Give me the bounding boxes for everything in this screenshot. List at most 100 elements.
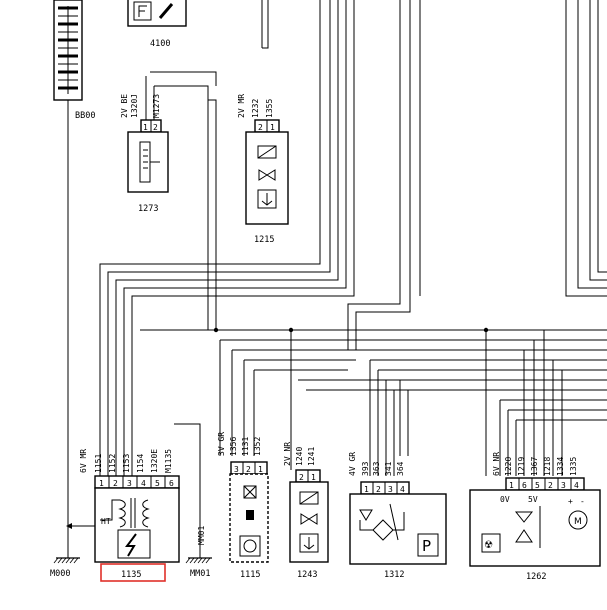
wire-label: 393: [361, 461, 370, 476]
pin-label: 1: [311, 473, 316, 482]
wire-label: 1131: [241, 437, 250, 456]
wire-label: 1219: [517, 457, 526, 476]
component-1115: 3V GR 1356 1131 1352 3 2 1 1115: [217, 432, 269, 580]
component-1273: 2V BE 1320J M1273 1 2 1273: [120, 76, 209, 330]
sensor-n-icon: [243, 539, 257, 553]
wire-label: 1335: [569, 457, 578, 476]
wire-label: 1320J: [130, 94, 139, 118]
pin-label: 2: [246, 465, 251, 474]
fuse-f-icon: [138, 5, 147, 17]
pin-label: 6: [522, 481, 527, 490]
valve-icon: [258, 169, 276, 181]
component-4100: 4100: [127, 0, 187, 49]
component-1243: 2V NR 1240 1241 2 1 1243: [283, 442, 329, 580]
label-0v: 0V: [500, 495, 510, 504]
pin-label: 3: [234, 465, 239, 474]
component-4100-label: 4100: [150, 39, 170, 49]
connector-label: 2V NR: [283, 442, 292, 466]
wire-label: 1241: [307, 447, 316, 466]
component-1115-label: 1115: [240, 570, 260, 580]
pin-label: 1: [258, 465, 263, 474]
pin-label: 4: [400, 485, 405, 494]
component-1215: 2V MR 1232 1355 2 1 1215: [237, 94, 289, 245]
ht-label: HT: [101, 517, 111, 526]
ground-m000: M000: [50, 545, 80, 579]
pin-label: 2: [153, 123, 158, 132]
pedal-icon: ☢: [484, 540, 493, 551]
wire-label: 1218: [543, 457, 552, 476]
wire-label: 1232: [251, 99, 260, 118]
pin-label: 5: [535, 481, 540, 490]
pin-label: 1: [99, 479, 104, 488]
pin-label: 2: [113, 479, 118, 488]
motor-label: M: [574, 517, 582, 527]
pin-label: 5: [155, 479, 160, 488]
ground-mm01: MM01 MM01: [174, 423, 212, 579]
fuse-blade-icon: [158, 3, 174, 19]
label-5v: 5V: [528, 495, 538, 504]
wire-label: 341: [384, 461, 393, 476]
bus-wires: [99, 0, 607, 476]
pin-label: 1: [143, 123, 148, 132]
wire-label: 364: [396, 461, 405, 476]
connector-label: 2V BE: [120, 94, 129, 118]
pin-label: 4: [141, 479, 146, 488]
valve-icon: [300, 513, 318, 525]
pin-label: 3: [127, 479, 132, 488]
component-1243-label: 1243: [297, 570, 317, 580]
pin-label: 1: [364, 485, 369, 494]
wire-label: 1356: [229, 437, 238, 456]
component-bb00: BB00: [53, 0, 95, 121]
ground-mm01-vertical-label: MM01: [197, 526, 206, 545]
ground-m000-label: M000: [50, 569, 70, 579]
pin-label: 2: [376, 485, 381, 494]
wire-label: 363: [372, 461, 381, 476]
wire-label: 1352: [253, 437, 262, 456]
arrow-icon: [66, 523, 72, 529]
pin-label: 2: [299, 473, 304, 482]
wire-label: 1320E: [150, 449, 159, 473]
bridge-icon: [372, 519, 394, 541]
component-bb00-label: BB00: [75, 111, 95, 121]
pin-label: 4: [574, 481, 579, 490]
pin-label: 3: [388, 485, 393, 494]
connector-label: 3V GR: [217, 432, 226, 456]
bus-junctions: [140, 71, 607, 476]
pin-label: 2: [548, 481, 553, 490]
connector-label: 6V MR: [79, 449, 88, 473]
highlight-box: [100, 563, 166, 582]
pin-label: 1: [509, 481, 514, 490]
connector-label: 4V GR: [348, 452, 357, 476]
wire-label: 1220: [504, 457, 513, 476]
component-1135-label: 1135: [121, 570, 141, 580]
spark-icon: [125, 533, 137, 557]
svg-text:+: +: [568, 497, 573, 506]
pressure-p-label: P: [422, 537, 431, 555]
wire-label: 1334: [556, 457, 565, 476]
component-1215-label: 1215: [254, 235, 274, 245]
pin-label: 6: [169, 479, 174, 488]
wire-label: 1152: [108, 454, 117, 473]
wire-label: 1355: [265, 99, 274, 118]
connector-label: 2V MR: [237, 94, 246, 118]
ground-mm01-label: MM01: [190, 569, 210, 579]
svg-text:-: -: [580, 497, 585, 506]
wire-label: 1240: [295, 447, 304, 466]
component-1312: 4V GR 393 363 341 364 1 2 3 4 P 1312: [348, 452, 447, 580]
pin-label: 3: [561, 481, 566, 490]
component-1273-label: 1273: [138, 204, 158, 214]
wire-label: 1153: [122, 454, 131, 473]
pin-label: 1: [270, 123, 275, 132]
wire-label: 1367: [530, 457, 539, 476]
wire-label: M1273: [152, 94, 161, 118]
motor-icon: [568, 510, 588, 530]
component-1312-label: 1312: [384, 570, 404, 580]
wire-label: 1154: [136, 454, 145, 473]
pin-label: 2: [258, 123, 263, 132]
wire-label: M1135: [164, 449, 173, 473]
connector-label: 6V NR: [492, 452, 501, 476]
wire-label: 1151: [94, 454, 103, 473]
